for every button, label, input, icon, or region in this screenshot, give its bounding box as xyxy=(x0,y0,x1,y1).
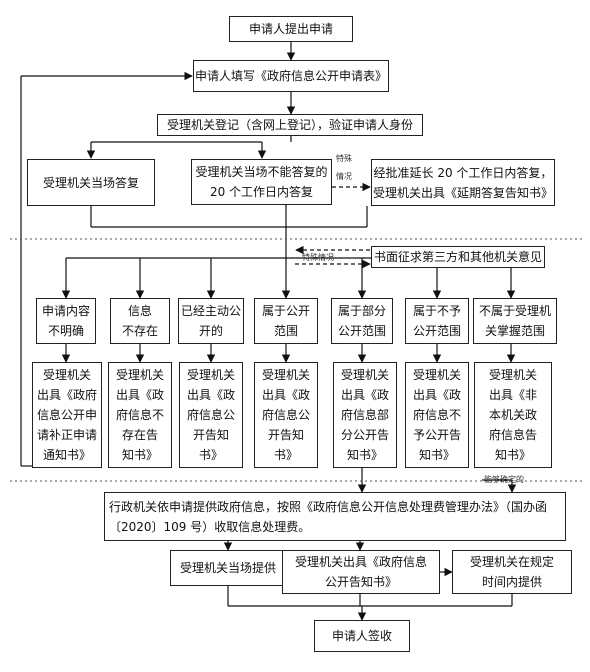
notice-label: 受理机关 出具《政府 信息公开申 请补正申请 通知书》 xyxy=(36,368,97,462)
notice-not-public-box: 受理机关 出具《政 府信息不 予公开告 知书》 xyxy=(405,362,469,468)
register-label: 受理机关登记（含网上登记），验证申请人身份 xyxy=(166,118,413,132)
extend-box: 经批准延长 20 个工作日内答复， 受理机关出具《延期答复告知书》 xyxy=(371,159,555,206)
issue-disclosure-label: 受理机关出具《政府信息 公开告知书》 xyxy=(294,555,427,589)
category-label: 申请内容 不明确 xyxy=(41,304,90,338)
fill-form-box: 申请人填写《政府信息公开申请表》 xyxy=(193,60,389,92)
notice-label: 受理机关 出具《政 府信息不 存在告 知书》 xyxy=(115,368,164,462)
notice-public-box: 受理机关 出具《政 府信息公 开告知 书》 xyxy=(254,362,318,468)
notice-label: 受理机关 出具《政 府信息公 开告知 书》 xyxy=(261,368,310,462)
provide-on-site-label: 受理机关当场提供 xyxy=(179,561,276,575)
notice-partial-box: 受理机关 出具《政 府信息部 分公开告 知书》 xyxy=(333,362,397,468)
provide-in-time-label: 受理机关在规定 时间内提供 xyxy=(469,555,554,589)
consult-third-party-box: 书面征求第三方和其他机关意见 xyxy=(371,246,545,268)
category-label: 信息 不存在 xyxy=(121,304,158,338)
notice-outside-scope-box: 受理机关 出具《非 本机关政 府信息告 知书》 xyxy=(474,362,552,468)
start-box: 申请人提出申请 xyxy=(229,16,353,42)
issue-disclosure-box: 受理机关出具《政府信息 公开告知书》 xyxy=(282,550,440,594)
notice-label: 受理机关 出具《政 府信息公 开告知 书》 xyxy=(186,368,235,462)
category-unclear-content: 申请内容 不明确 xyxy=(36,298,96,344)
notice-label: 受理机关 出具《政 府信息不 予公开告 知书》 xyxy=(412,368,461,462)
start-label: 申请人提出申请 xyxy=(248,22,333,36)
category-label: 已经主动公 开的 xyxy=(180,304,241,338)
category-label: 属于部分 公开范围 xyxy=(337,304,386,338)
notice-label: 受理机关 出具《非 本机关政 府信息告 知书》 xyxy=(488,368,537,462)
reply-on-site-box: 受理机关当场答复 xyxy=(27,159,155,206)
reply-20-days-label: 受理机关当场不能答复的 20 个工作日内答复 xyxy=(195,165,328,199)
special-case-label-2: 特殊情况 xyxy=(302,253,334,262)
fill-form-label: 申请人填写《政府信息公开申请表》 xyxy=(194,69,387,83)
extend-label: 经批准延长 20 个工作日内答复， 受理机关出具《延期答复告知书》 xyxy=(372,165,553,200)
category-label: 属于公开 范围 xyxy=(261,304,310,338)
fee-notice-box: 行政机关依申请提供政府信息，按照《政府信息公开信息处理费管理办法》（国办函 〔2… xyxy=(104,492,566,541)
sign-receipt-box: 申请人签收 xyxy=(314,620,410,652)
notice-correction-box: 受理机关 出具《政府 信息公开申 请补正申请 通知书》 xyxy=(32,362,102,468)
notice-label: 受理机关 出具《政 府信息部 分公开告 知书》 xyxy=(340,368,389,462)
notice-disclosed-box: 受理机关 出具《政 府信息公 开告知 书》 xyxy=(179,362,243,468)
reply-20-days-box: 受理机关当场不能答复的 20 个工作日内答复 xyxy=(191,159,332,205)
notice-not-exist-box: 受理机关 出具《政 府信息不 存在告 知书》 xyxy=(108,362,172,468)
reply-on-site-label: 受理机关当场答复 xyxy=(42,175,139,190)
category-already-disclosed: 已经主动公 开的 xyxy=(178,298,244,344)
category-public-scope: 属于公开 范围 xyxy=(254,298,318,344)
consult-third-party-label: 书面征求第三方和其他机关意见 xyxy=(373,250,542,264)
category-label: 属于不予 公开范围 xyxy=(412,304,461,338)
category-outside-scope: 不属于受理机 关掌握范围 xyxy=(473,298,557,344)
provide-in-time-box: 受理机关在规定 时间内提供 xyxy=(452,550,572,594)
special-case-label-1: 特殊 情况 xyxy=(336,154,352,181)
category-info-not-exist: 信息 不存在 xyxy=(110,298,170,344)
category-partial-public: 属于部分 公开范围 xyxy=(331,298,393,344)
category-not-public: 属于不予 公开范围 xyxy=(405,298,469,344)
sign-receipt-label: 申请人签收 xyxy=(331,629,392,643)
fee-notice-label: 行政机关依申请提供政府信息，按照《政府信息公开信息处理费管理办法》（国办函 〔2… xyxy=(109,499,548,534)
provide-on-site-box: 受理机关当场提供 xyxy=(170,550,286,586)
category-label: 不属于受理机 关掌握范围 xyxy=(478,304,551,338)
determinable-label: 能够确定的 xyxy=(484,475,524,484)
register-box: 受理机关登记（含网上登记），验证申请人身份 xyxy=(157,114,423,136)
